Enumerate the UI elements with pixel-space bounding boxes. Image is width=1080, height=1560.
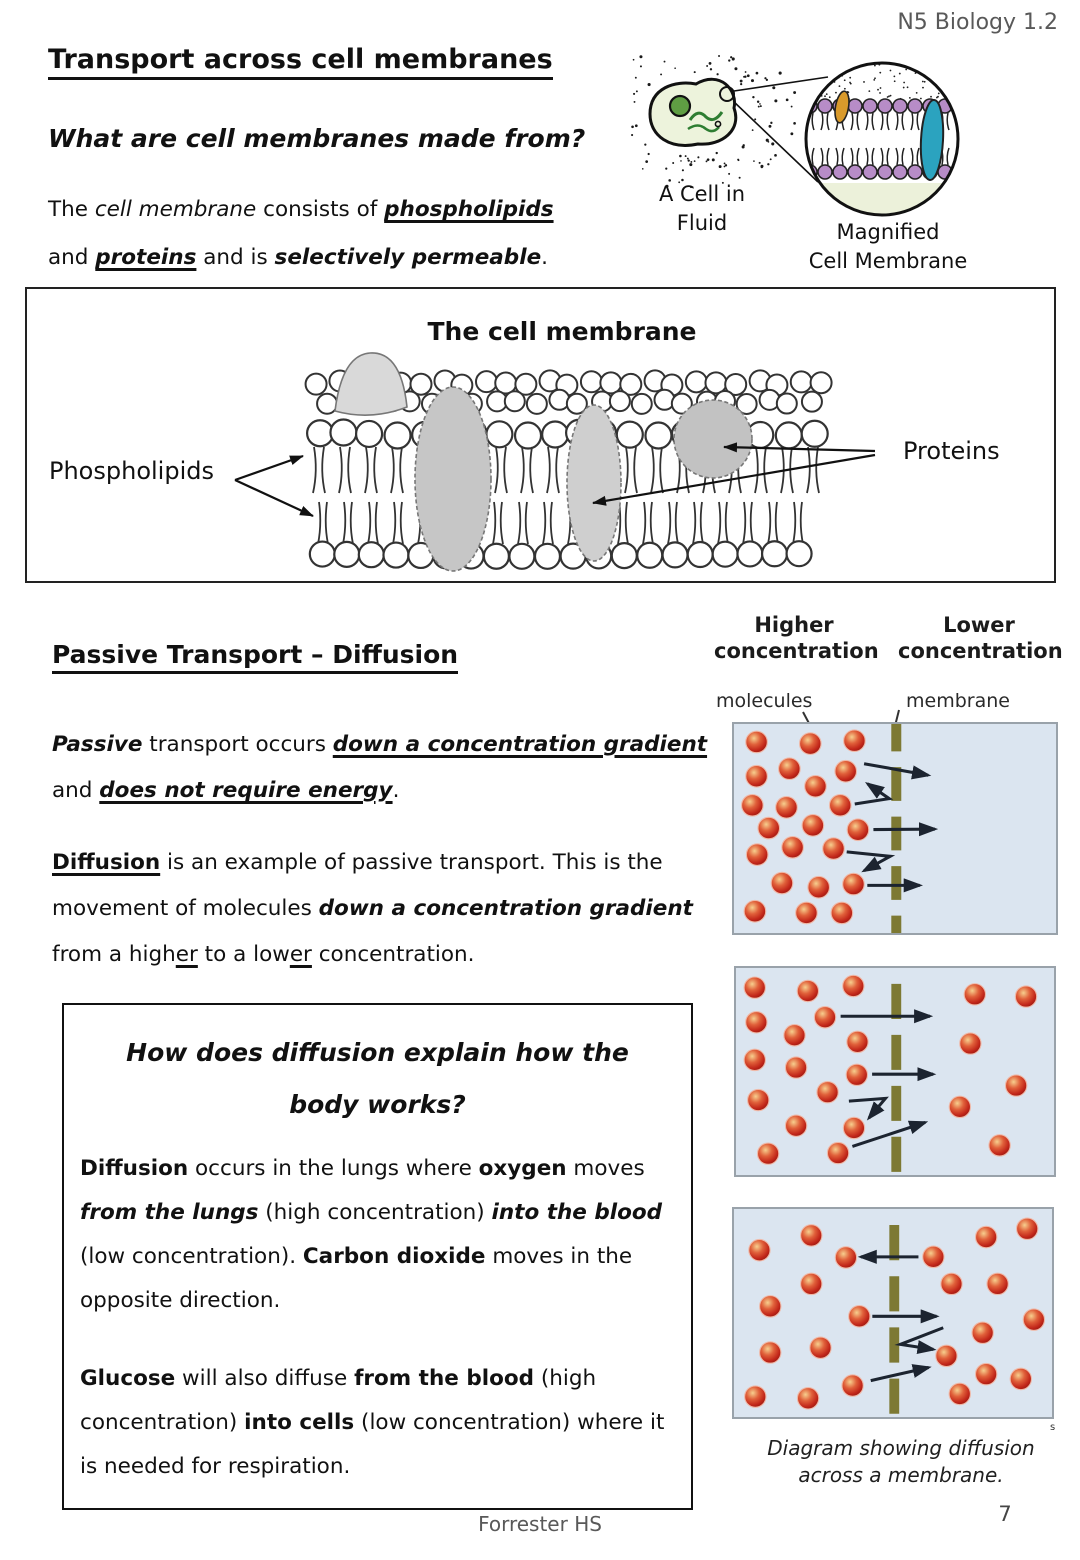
subheading: What are cell membranes made from? (48, 124, 586, 153)
proteins-label: Proteins (903, 437, 1000, 465)
diffusion-panel-1 (732, 722, 1058, 935)
section-heading: Passive Transport – Diffusion (52, 640, 459, 674)
page-number: 7 (998, 1502, 1012, 1526)
phospholipids-label: Phospholipids (49, 457, 214, 485)
stray-mark: s (1050, 1422, 1056, 1433)
molecules-label: molecules (716, 690, 813, 712)
lower-concentration-header: Lower concentration (898, 613, 1063, 663)
diffusion-panel-3-drawing (744, 1209, 1046, 1417)
figure-caption: Diagram showing diffusion across a membr… (767, 1436, 1035, 1487)
works-paragraph-2: Glucose will also diffuse from the blood… (80, 1366, 665, 1479)
higher-concentration-header: Higher concentration (714, 613, 879, 663)
diffusion-panel-3 (732, 1207, 1054, 1419)
membrane-diagram (234, 352, 876, 572)
works-paragraph-1: Diffusion occurs in the lungs where oxyg… (80, 1156, 663, 1313)
membrane-label: membrane (906, 690, 1010, 712)
footer-school: Forrester HS (478, 1512, 602, 1536)
passive-paragraph-1: Passive transport occurs down a concentr… (52, 732, 708, 803)
diffusion-panel-2-drawing (743, 968, 1038, 1175)
cell-membrane-box: The cell membrane Phospholipids Proteins (25, 287, 1056, 583)
diffusion-panel-1-drawing (741, 724, 939, 933)
magnified-membrane-label: Magnified Cell Membrane (808, 220, 968, 273)
intro-paragraph: The cell membrane consists of phospholip… (48, 197, 554, 270)
body-works-box: How does diffusion explain how the body … (62, 1003, 693, 1510)
diffusion-panel-2 (734, 966, 1056, 1177)
cell-label: A Cell in Fluid (658, 182, 746, 235)
page-title: Transport across cell membranes (48, 44, 553, 80)
works-box-title: How does diffusion explain how the body … (126, 1038, 629, 1119)
passive-paragraph-2: Diffusion is an example of passive trans… (52, 850, 693, 967)
membrane-box-title: The cell membrane (427, 317, 697, 346)
cell-in-fluid-figure (631, 55, 960, 217)
course-tag: N5 Biology 1.2 (897, 10, 1058, 35)
